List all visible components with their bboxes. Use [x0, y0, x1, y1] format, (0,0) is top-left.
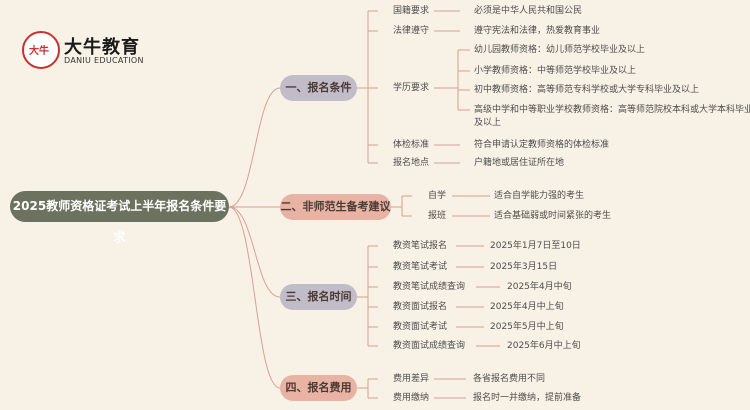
label-class: 报班 [428, 211, 447, 221]
label-interview-registration: 教资面试报名 [393, 302, 448, 312]
section-conditions: 一、报名条件 [280, 75, 357, 101]
value-interview-score: 2025年6月中上旬 [507, 341, 581, 351]
label-nationality: 国籍要求 [393, 6, 430, 16]
label-education: 学历要求 [393, 83, 430, 93]
value-location: 户籍地或居住证所在地 [474, 158, 565, 168]
brand-name: 大牛教育 [64, 37, 140, 58]
value-edu-kindergarten: 幼儿园教师资格：幼儿师范学校毕业及以上 [474, 45, 646, 55]
value-written-score: 2025年4月中旬 [507, 282, 572, 292]
root-topic: 2025教师资格证考试上半年报名条件要求 [10, 191, 229, 244]
label-fee-payment: 费用缴纳 [393, 393, 430, 403]
value-law: 遵守宪法和法律，热爱教育事业 [474, 26, 601, 36]
value-written-registration: 2025年1月7日至10日 [490, 241, 581, 251]
label-law: 法律遵守 [393, 26, 430, 36]
label-interview-score: 教资面试成绩查询 [393, 341, 466, 351]
value-fee-difference: 各省报名费用不同 [473, 374, 546, 384]
value-edu-primary: 小学教师资格：中等师范学校毕业及以上 [474, 66, 637, 76]
brand-tagline: DANIU EDUCATION [64, 56, 144, 65]
label-fee-difference: 费用差异 [393, 374, 430, 384]
label-health: 体检标准 [393, 140, 430, 150]
value-nationality: 必须是中华人民共和国公民 [474, 6, 583, 16]
value-edu-senior-cont: 及以上 [474, 118, 502, 128]
label-written-score: 教资笔试成绩查询 [393, 282, 466, 292]
value-health: 符合申请认定教师资格的体检标准 [474, 140, 610, 150]
logo-badge: 大牛 [22, 31, 60, 69]
section-fees: 四、报名费用 [280, 375, 357, 401]
value-interview-registration: 2025年4月中上旬 [490, 302, 564, 312]
value-written-exam: 2025年3月15日 [490, 262, 558, 272]
value-fee-payment: 报名时一并缴纳，提前准备 [473, 393, 582, 403]
brand-logo: 大牛 大牛教育 DANIU EDUCATION [22, 31, 172, 71]
value-edu-junior: 初中教师资格：高等师范专科学校或大学专科毕业及以上 [474, 85, 700, 95]
logo-mark: 大牛 [29, 46, 49, 57]
value-edu-senior: 高级中学和中等职业学校教师资格：高等师范院校本科或大学本科毕业 [474, 105, 750, 115]
label-written-registration: 教资笔试报名 [393, 241, 448, 251]
label-interview-exam: 教资面试考试 [393, 322, 448, 332]
label-location: 报名地点 [393, 158, 430, 168]
section-schedule: 三、报名时间 [280, 284, 357, 310]
value-class: 适合基础弱或时间紧张的考生 [494, 211, 612, 221]
label-self-study: 自学 [428, 191, 447, 201]
section-study-advice: 二、非师范生备考建议 [280, 194, 391, 220]
label-written-exam: 教资笔试考试 [393, 262, 448, 272]
value-interview-exam: 2025年5月中上旬 [490, 322, 564, 332]
value-self-study: 适合自学能力强的考生 [494, 191, 585, 201]
